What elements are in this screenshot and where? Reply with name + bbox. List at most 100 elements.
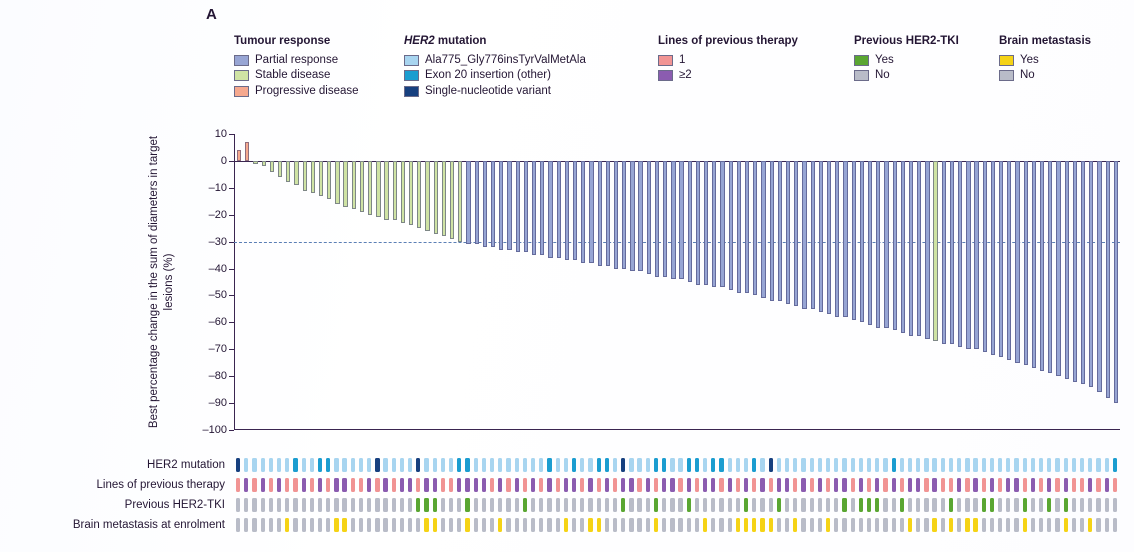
track-cell[interactable] [662,458,667,472]
track-cell[interactable] [924,498,929,512]
waterfall-bar[interactable] [548,160,553,258]
track-cell[interactable] [358,478,364,492]
track-cell[interactable] [940,518,945,532]
track-cell[interactable] [973,498,978,512]
track-cell[interactable] [727,458,732,472]
track-cell[interactable] [907,478,913,492]
track-cell[interactable] [424,498,429,512]
track-cell[interactable] [514,498,519,512]
track-cell[interactable] [703,518,708,532]
waterfall-bar[interactable] [441,160,447,237]
track-cell[interactable] [604,498,609,512]
track-cell[interactable] [989,458,995,472]
track-cell[interactable] [489,458,495,472]
waterfall-bar[interactable] [236,150,242,161]
track-cell[interactable] [965,498,970,512]
waterfall-bar[interactable] [540,160,545,256]
waterfall-bar[interactable] [359,160,365,213]
waterfall-bar[interactable] [671,160,676,280]
legend-item[interactable]: Yes [999,54,1091,67]
track-cell[interactable] [932,518,937,532]
waterfall-bar[interactable] [286,160,291,183]
track-cell[interactable] [940,478,945,492]
track-cell[interactable] [998,518,1003,532]
track-cell[interactable] [809,518,814,532]
track-cell[interactable] [694,478,700,492]
track-cell[interactable] [875,498,880,512]
track-cell[interactable] [662,478,667,492]
track-cell[interactable] [662,518,667,532]
waterfall-bar[interactable] [433,160,438,234]
track-cell[interactable] [408,518,413,532]
waterfall-bar[interactable] [425,160,430,231]
waterfall-bar[interactable] [761,160,766,299]
track-cell[interactable] [596,478,601,492]
track-cell[interactable] [866,498,872,512]
track-cell[interactable] [408,498,413,512]
waterfall-bar[interactable] [1105,160,1110,398]
track-cell[interactable] [1096,478,1101,492]
track-cell[interactable] [293,518,298,532]
waterfall-bar[interactable] [261,160,266,167]
waterfall-bar[interactable] [663,160,668,277]
waterfall-bar[interactable] [712,160,717,288]
waterfall-bar[interactable] [622,160,627,269]
track-cell[interactable] [383,518,388,532]
track-cell[interactable] [834,478,839,492]
track-cell[interactable] [645,498,650,512]
track-cell[interactable] [1104,518,1109,532]
track-cell[interactable] [1088,498,1093,512]
waterfall-bar[interactable] [597,160,602,266]
track-cell[interactable] [309,478,314,492]
waterfall-bar[interactable] [245,142,250,161]
track-cell[interactable] [358,498,364,512]
track-cell[interactable] [375,458,380,472]
waterfall-bar[interactable] [769,160,774,301]
track-cell[interactable] [481,478,487,492]
waterfall-bar[interactable] [531,160,537,256]
track-cell[interactable] [1030,478,1036,492]
track-cell[interactable] [317,518,323,532]
track-cell[interactable] [793,478,798,492]
track-cell[interactable] [842,458,847,472]
track-cell[interactable] [342,518,347,532]
track-cell[interactable] [1039,458,1044,472]
waterfall-bar[interactable] [753,160,758,296]
waterfall-bar[interactable] [925,160,930,339]
waterfall-bar[interactable] [417,160,422,229]
track-cell[interactable] [899,478,904,492]
track-cell[interactable] [998,478,1003,492]
track-cell[interactable] [506,498,511,512]
waterfall-bar[interactable] [400,160,406,223]
waterfall-bar[interactable] [646,160,651,274]
track-cell[interactable] [399,478,405,492]
waterfall-bar[interactable] [990,160,996,355]
legend-item[interactable]: 1 [658,54,798,67]
track-cell[interactable] [973,518,978,532]
track-cell[interactable] [957,478,962,492]
track-cell[interactable] [1014,458,1019,472]
track-cell[interactable] [498,518,503,532]
track-cell[interactable] [416,518,421,532]
track-cell[interactable] [235,498,241,512]
track-cell[interactable] [235,478,241,492]
track-cell[interactable] [670,478,675,492]
track-cell[interactable] [440,498,446,512]
track-cell[interactable] [580,518,585,532]
waterfall-bar[interactable] [941,160,946,344]
track-cell[interactable] [793,498,798,512]
track-cell[interactable] [1047,478,1052,492]
track-cell[interactable] [285,518,290,532]
waterfall-bar[interactable] [458,160,463,242]
track-cell[interactable] [440,458,446,472]
waterfall-bar[interactable] [1080,160,1086,385]
track-cell[interactable] [899,498,904,512]
waterfall-bar[interactable] [859,160,864,323]
track-cell[interactable] [334,498,339,512]
track-cell[interactable] [489,518,495,532]
track-cell[interactable] [563,498,568,512]
waterfall-bar[interactable] [556,160,561,258]
track-cell[interactable] [350,518,355,532]
track-cell[interactable] [678,518,683,532]
waterfall-bar[interactable] [999,160,1004,358]
